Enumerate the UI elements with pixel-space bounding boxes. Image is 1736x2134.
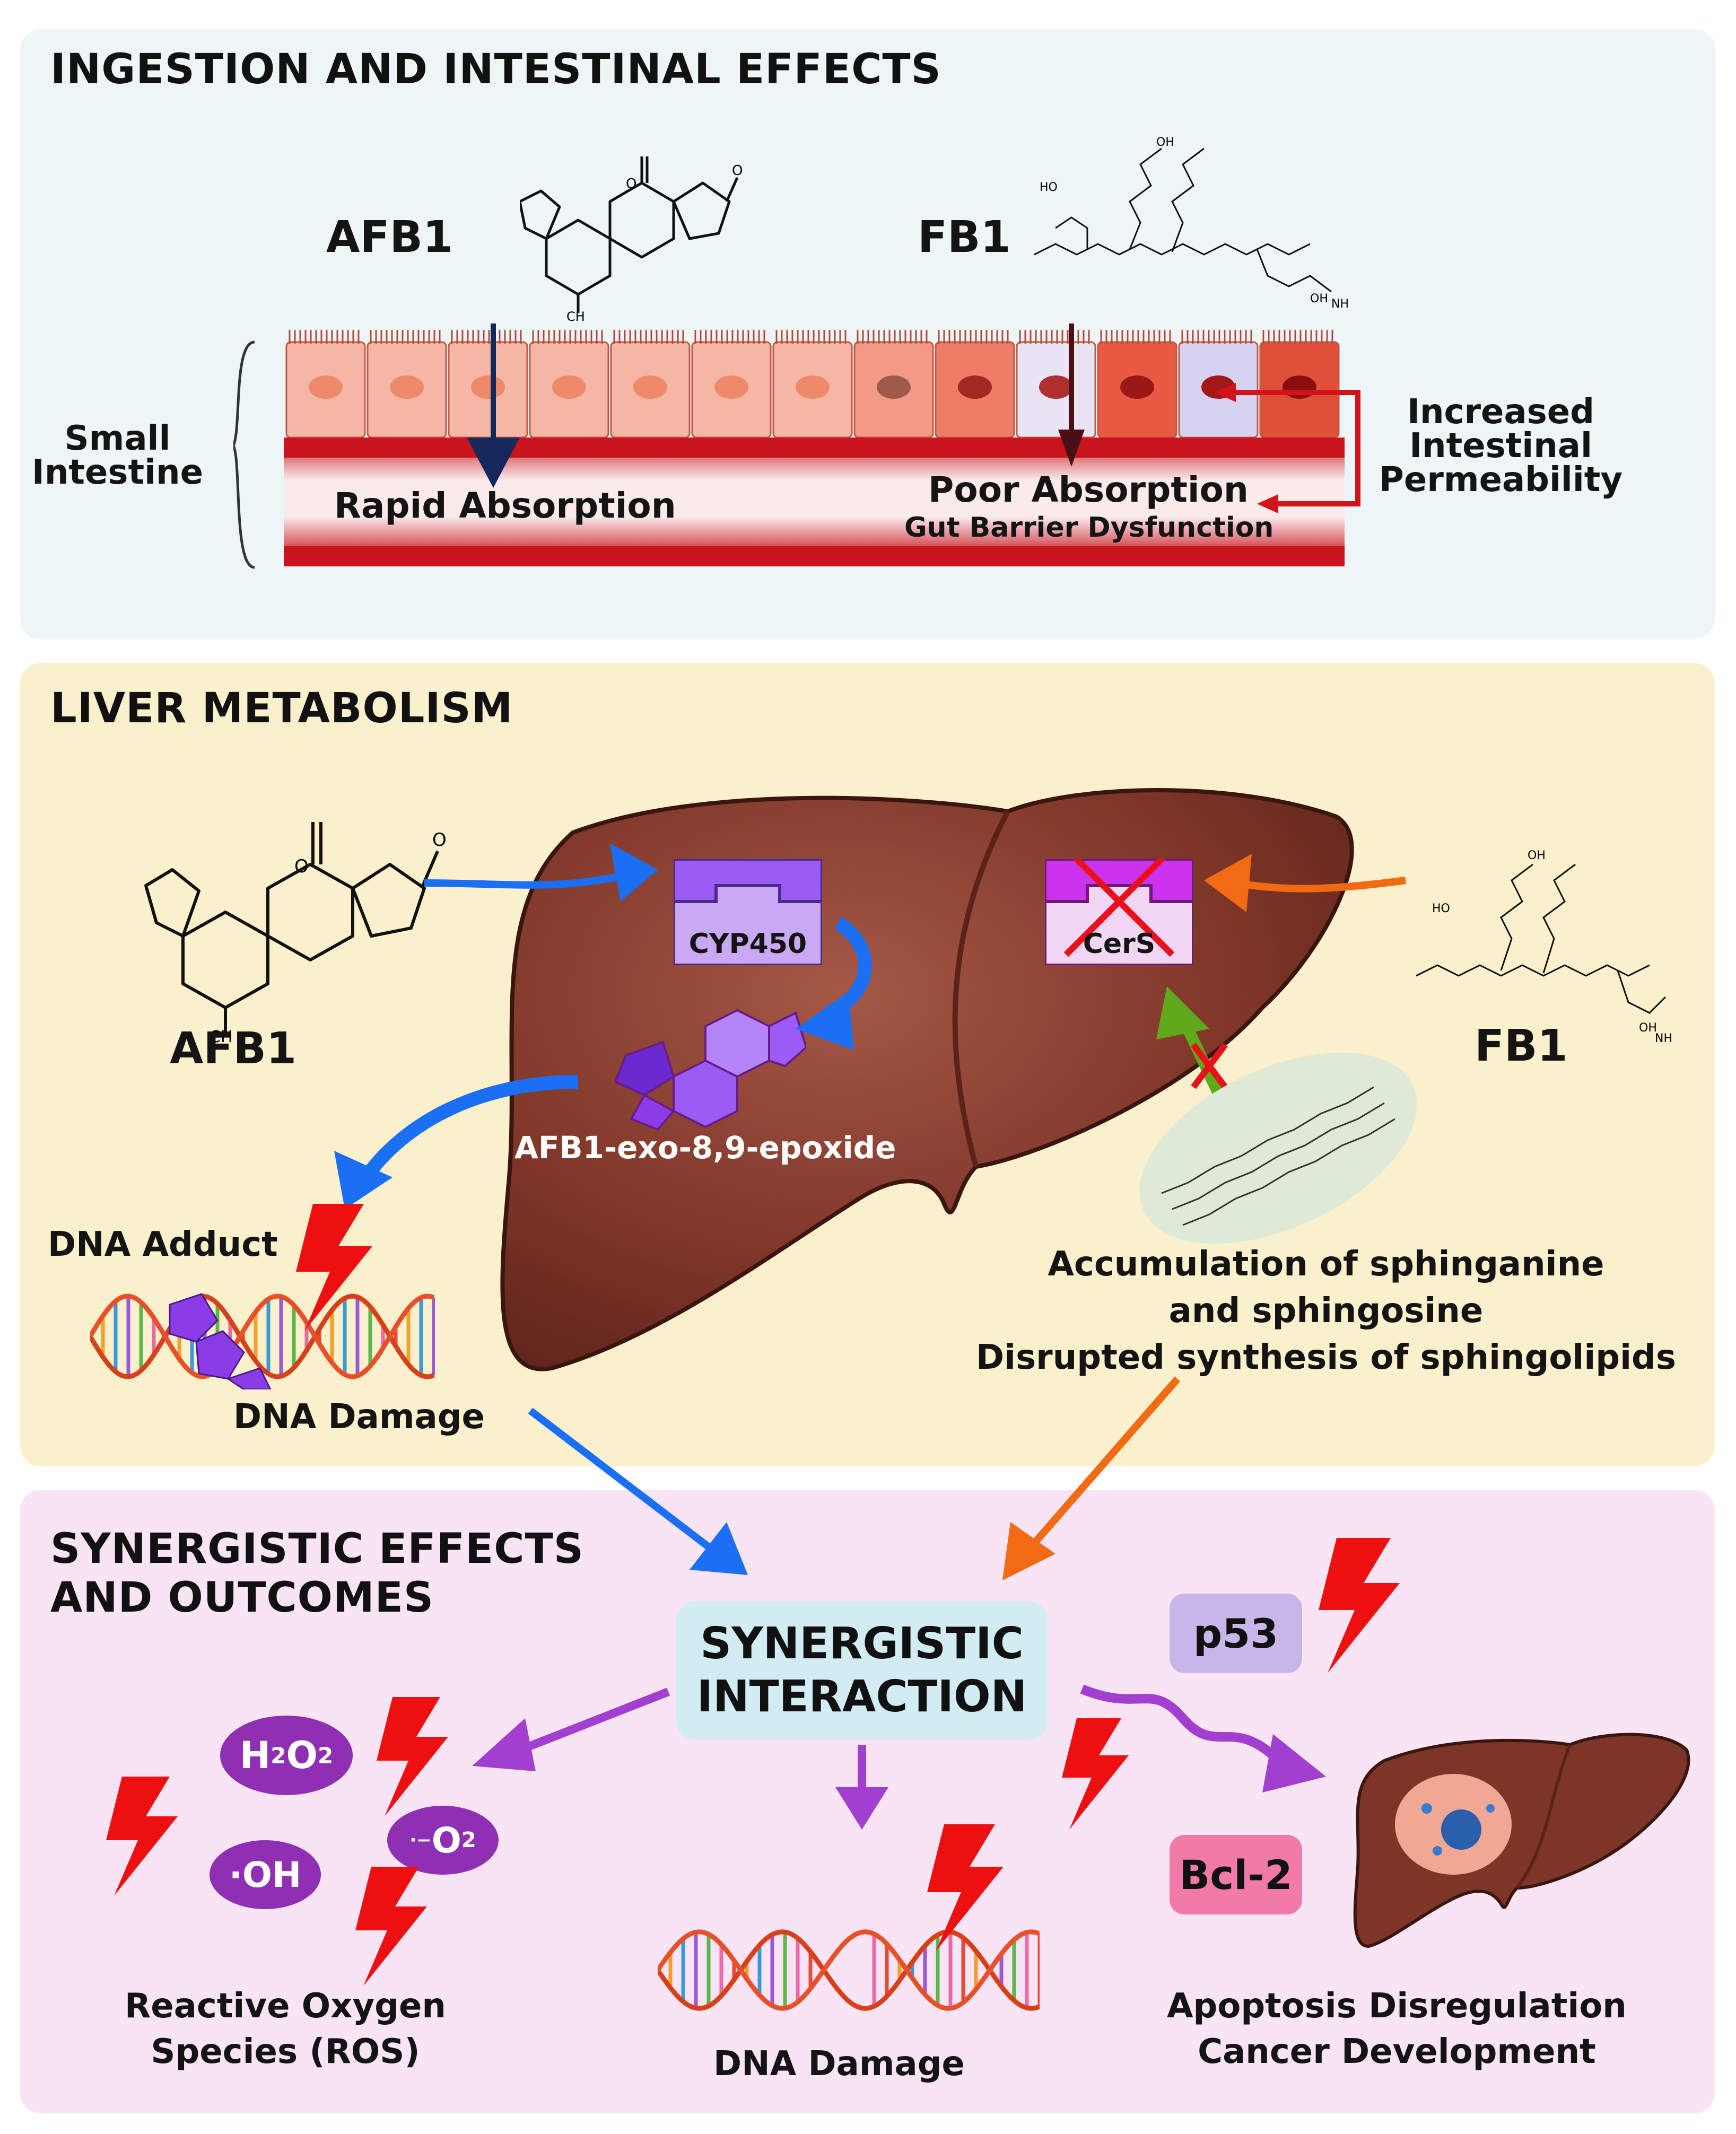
intestine-diagram: [233, 323, 1360, 569]
fb1-absorption-arrow: [1058, 323, 1085, 467]
cell-nucleus: [633, 375, 667, 399]
sphingolipid-cluster: [1139, 1052, 1417, 1244]
apoptosis-label: Apoptosis Disregulation Cancer Developme…: [1167, 1987, 1627, 2071]
dna-damage-outcome-label: DNA Damage: [713, 2044, 965, 2084]
small-intestine-label: Small Intestine: [32, 419, 203, 492]
cell-nucleus: [390, 375, 424, 399]
svg-text:OH: OH: [1639, 1021, 1657, 1035]
fb1-label: FB1: [918, 212, 1011, 263]
liver-title: LIVER METABOLISM: [50, 685, 513, 732]
cell-nucleus: [309, 375, 343, 399]
cyp450-label: CYP450: [688, 928, 807, 960]
poor-absorption-label: Poor Absorption: [928, 469, 1249, 510]
rapid-absorption-label: Rapid Absorption: [334, 485, 676, 526]
dna-adduct-label: DNA Adduct: [48, 1225, 278, 1264]
svg-text:HO: HO: [1432, 902, 1450, 915]
cers-label: CerS: [1083, 928, 1156, 960]
p53-box: p53: [1170, 1594, 1302, 1673]
fb1-structure-small: HO OH OH NH: [1034, 136, 1349, 311]
cers-enzyme: [1045, 859, 1193, 965]
cell-nucleus: [958, 375, 992, 399]
cell-nucleus: [1120, 375, 1154, 399]
dna-damage-liver-label: DNA Damage: [233, 1397, 485, 1437]
brace: [233, 340, 255, 569]
svg-text:CH: CH: [566, 309, 585, 323]
hydroxyl-bubble: ·OH: [210, 1840, 321, 1909]
svg-text:CH: CH: [210, 1028, 233, 1045]
afb1-label: AFB1: [326, 212, 453, 263]
cancer-liver-illustration: [1353, 1733, 1690, 1948]
gut-barrier-label: Gut Barrier Dysfunction: [904, 512, 1274, 544]
accumulation-label: Accumulation of sphinganine and sphingos…: [976, 1245, 1676, 1377]
cyp450-enzyme: [674, 859, 822, 965]
cell-nucleus: [796, 375, 830, 399]
afb1-structure-large: O O CH: [144, 822, 447, 1045]
synergistic-interaction-box: SYNERGISTIC INTERACTION: [676, 1602, 1048, 1739]
ros-label: Reactive Oxygen Species (ROS): [125, 1987, 446, 2071]
dna-helix-damaged: [658, 1929, 1040, 2011]
svg-text:HO: HO: [1040, 181, 1058, 194]
dna-helix-adduct: [90, 1293, 435, 1389]
svg-text:O: O: [294, 856, 309, 877]
cell-nucleus: [714, 375, 748, 399]
svg-text:O: O: [626, 176, 636, 192]
svg-text:O: O: [732, 163, 743, 179]
epoxide-label: AFB1-exo-8,9-epoxide: [514, 1130, 896, 1166]
svg-text:OH: OH: [1310, 292, 1328, 305]
permeability-label: Increased Intestinal Permeability: [1379, 392, 1623, 500]
svg-text:OH: OH: [1156, 136, 1174, 149]
svg-text:OH: OH: [1528, 849, 1546, 862]
cell-nucleus: [1039, 375, 1073, 399]
fb1-structure-large: HO OH OH NH: [1416, 849, 1672, 1045]
fb1-liver-label: FB1: [1475, 1021, 1568, 1071]
synergy-title: SYNERGISTIC EFFECTS AND OUTCOMES: [50, 1525, 584, 1622]
cell-nucleus: [471, 375, 505, 399]
epoxide-structure: [614, 1009, 806, 1131]
cell-nucleus: [877, 375, 911, 399]
afb1-structure-small: O O CH: [520, 156, 743, 323]
cell-nucleus: [552, 375, 586, 399]
cell-nucleus: [1283, 375, 1316, 399]
svg-text:NH: NH: [1331, 298, 1349, 311]
afb1-liver-label: AFB1: [170, 1024, 297, 1074]
svg-text:O: O: [432, 829, 447, 851]
ingestion-title: INGESTION AND INTESTINAL EFFECTS: [50, 46, 941, 93]
svg-text:NH: NH: [1655, 1032, 1672, 1045]
afb1-absorption-arrow: [467, 323, 520, 488]
bcl2-box: Bcl-2: [1170, 1835, 1302, 1914]
